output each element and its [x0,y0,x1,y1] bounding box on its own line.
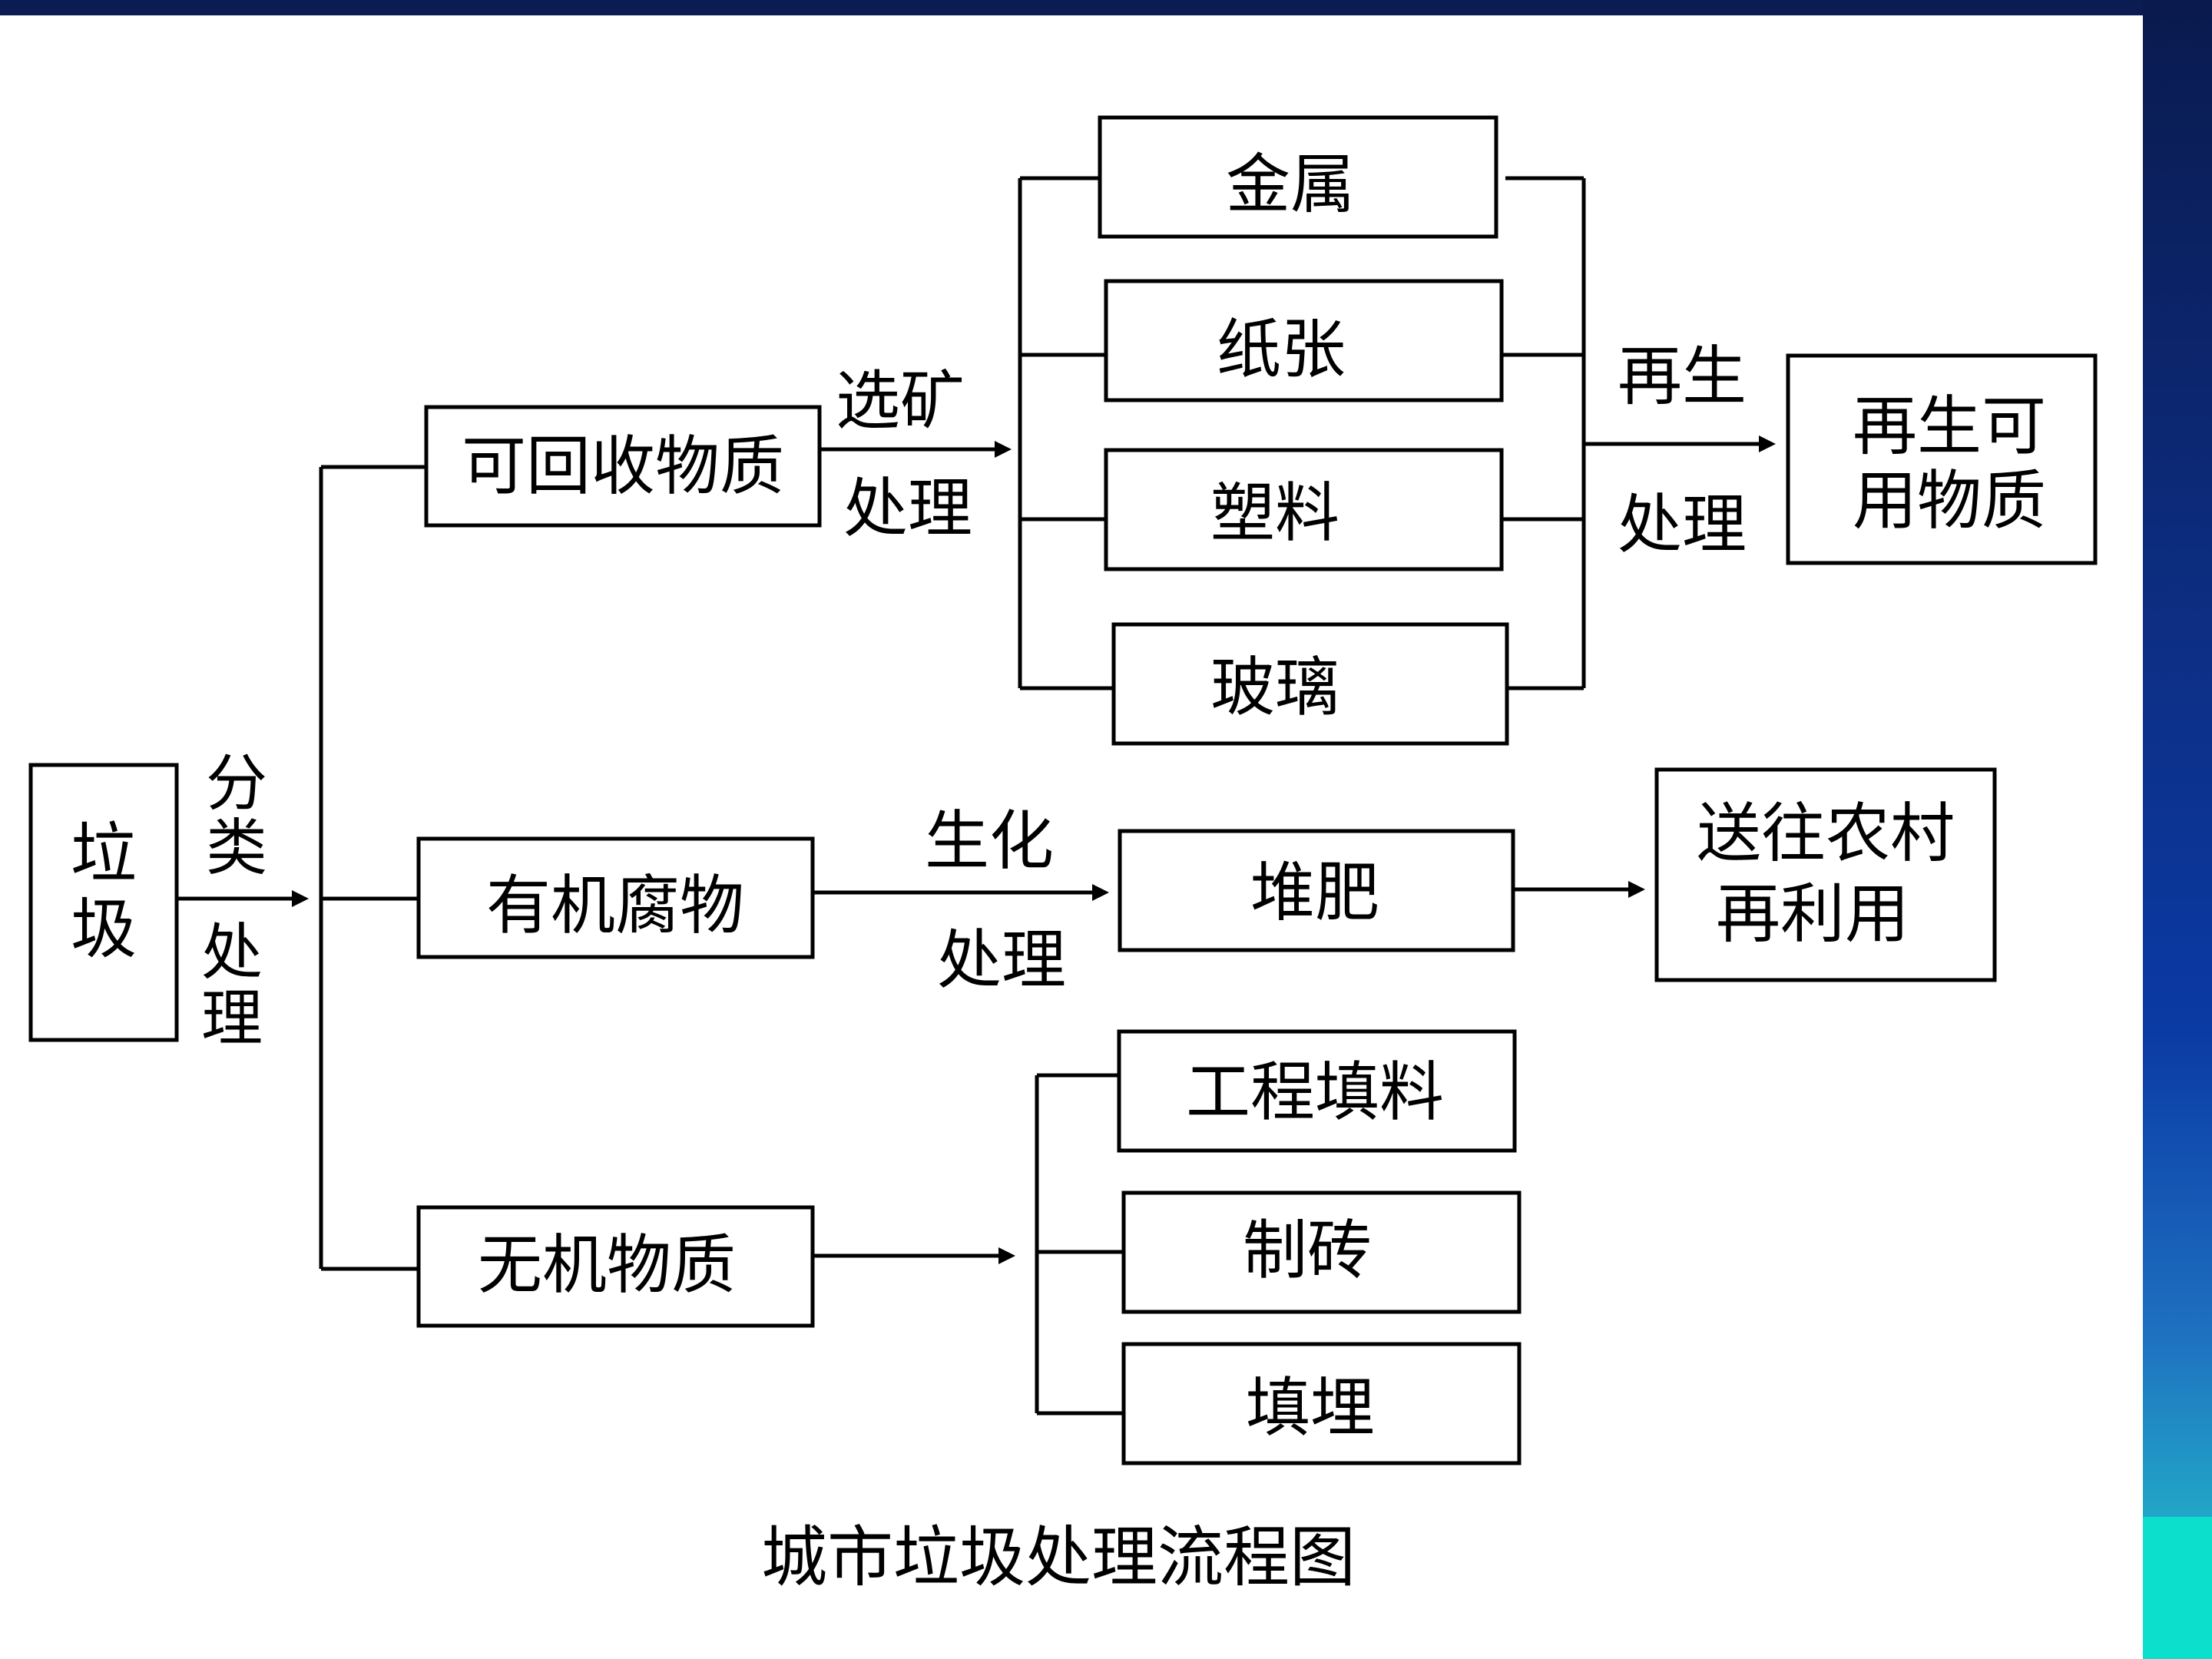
edge-label-sort-2: 类 [206,813,267,884]
edge-label-ore-bottom: 处理 [843,471,972,546]
node-organic: 有机腐物 [416,836,815,959]
node-reusable-label-1: 再生可 [1853,389,2046,464]
arrow-head [998,1247,1015,1264]
edge-label-sort-3: 处 [201,917,263,988]
node-landfill-label: 填埋 [1246,1370,1375,1445]
garbage-flowchart: 垃圾 垃 圾 可回收物质 有机腐物 无机物质 金属 纸张 塑料 玻璃 再生可 用… [28,115,2098,1596]
node-compost: 堆肥 [1118,829,1515,952]
edge-label-sort: 分 类 处 理 [201,748,267,1055]
node-brick-label: 制砖 [1243,1213,1372,1288]
node-village: 送往农村 再利用 [1654,767,1997,982]
node-plastic-label: 塑料 [1210,475,1339,551]
node-fill-material-label: 工程填料 [1186,1055,1444,1130]
diagram-title: 城市垃圾处理流程图 [761,1519,1356,1596]
arrow-head [292,890,309,907]
node-reusable-label-2: 用物质 [1853,463,2046,538]
edge-label-bio-top: 生化 [925,803,1054,879]
node-inorganic-label: 无机物质 [478,1227,736,1303]
node-brick: 制砖 [1121,1190,1522,1314]
arrow-head [1628,881,1645,898]
edge-label-sort-4: 理 [201,983,263,1055]
node-paper: 纸张 [1104,279,1504,402]
arrow-head [995,441,1012,458]
node-organic-label: 有机腐物 [486,868,744,943]
node-garbage: 垃圾 垃 圾 [28,763,179,1042]
node-reusable: 再生可 用物质 [1786,353,2098,565]
node-village-label-2: 再利用 [1716,876,1909,952]
node-plastic: 塑料 [1104,448,1504,571]
node-glass-label: 玻璃 [1210,650,1339,725]
edge-label-sort-1: 分 [206,748,267,820]
node-garbage-char-2: 圾 [71,891,137,968]
node-compost-label: 堆肥 [1250,855,1379,930]
node-paper-label: 纸张 [1217,312,1346,387]
node-garbage-char-1: 垃 [71,816,137,892]
edge-label-ore-top: 选矿 [836,363,965,439]
arrow-head [1759,435,1776,452]
edge-label-regen-bottom: 处理 [1618,487,1747,562]
slide-top-bar [0,0,2212,15]
edge-label-bio-bottom: 处理 [937,922,1066,998]
slide-side-accent [2143,1517,2212,1659]
node-village-label-1: 送往农村 [1697,796,1955,871]
node-inorganic: 无机物质 [416,1205,815,1328]
arrowheads [292,435,1776,1264]
node-glass: 玻璃 [1111,622,1509,746]
slide-side-strip [2143,0,2212,1659]
node-recyclable-label: 可回收物质 [462,429,784,504]
node-recyclable: 可回收物质 [424,405,822,528]
connector-lines [177,176,1765,1416]
arrow-head [1092,884,1109,901]
edge-label-regen-top: 再生 [1618,339,1747,414]
node-fill-material: 工程填料 [1117,1029,1517,1153]
node-metal: 金属 [1098,115,1498,239]
node-metal-label: 金属 [1226,147,1355,222]
node-landfill: 填埋 [1121,1342,1522,1465]
